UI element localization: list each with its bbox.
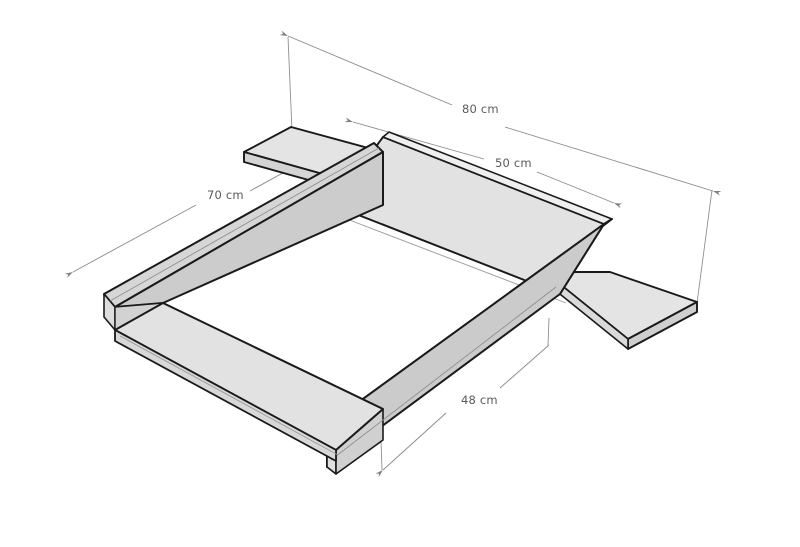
dimension-label-50: 50 cm [495, 156, 532, 170]
dimension-label-70: 70 cm [207, 188, 244, 202]
part-left-wall [103, 142, 384, 331]
part-right-tab [544, 271, 698, 350]
witness-line-right-tab [696, 189, 713, 304]
front-board-front-edge [114, 329, 337, 462]
witness-line-front-corner [380, 439, 383, 471]
right-wall-seam [330, 286, 557, 461]
dimension-label-48: 48 cm [461, 393, 498, 407]
witness-line-inner-right [547, 317, 550, 346]
dimension-line-50-right [536, 171, 623, 209]
dimension-line-48-lower [375, 412, 447, 478]
dimension-line-48-upper [499, 344, 550, 389]
part-front-board [114, 302, 384, 462]
dimension-line-80-right [504, 126, 722, 196]
dimension-lines [64, 30, 722, 478]
left-wall-seam [109, 147, 380, 302]
front-board-seam [119, 335, 339, 456]
dimension-line-70-lower [64, 204, 197, 278]
dimension-line-50-left [344, 117, 485, 160]
dimension-line-80-left [279, 30, 453, 106]
dimension-label-80: 80 cm [462, 102, 499, 116]
